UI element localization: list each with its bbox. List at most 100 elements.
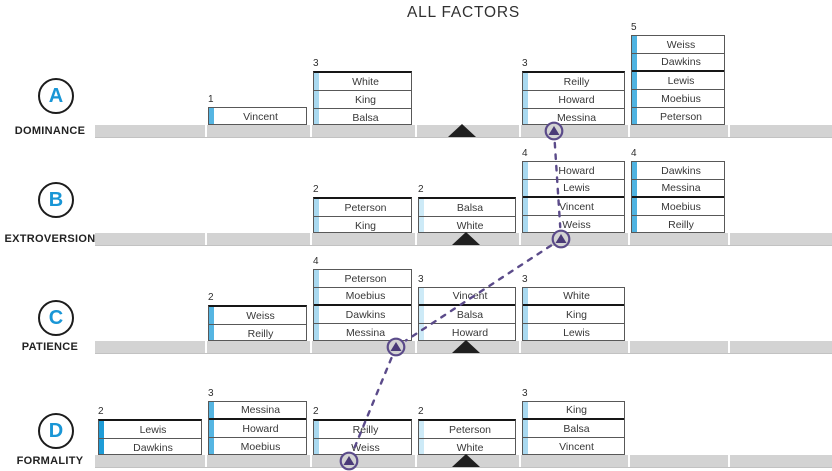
name-box: Reilly: [247, 328, 274, 340]
name-box: Vincent: [419, 288, 515, 306]
name-stack: Vincent: [208, 107, 307, 125]
scale-bar-divider: [415, 455, 417, 467]
intensity-edge: [314, 199, 319, 232]
name-box: King: [523, 402, 624, 420]
name-box: Reilly: [314, 421, 411, 439]
factor-label-patience: PATIENCE: [21, 341, 79, 353]
scale-bar-divider: [628, 125, 630, 137]
stack-count: 4: [631, 148, 637, 159]
scale-bar-divider: [310, 233, 312, 245]
name-box: Weiss: [562, 219, 591, 231]
name-box: Peterson: [314, 199, 411, 217]
scale-bar-divider: [728, 233, 730, 245]
scale-bar-divider: [205, 341, 207, 353]
stack-count: 5: [631, 22, 637, 33]
name-box: Messina: [345, 327, 386, 339]
factor-badge-a: A: [38, 78, 74, 114]
scale-bar-divider: [519, 341, 521, 353]
scale-bar-divider: [728, 341, 730, 353]
name-box: Messina: [632, 180, 724, 198]
name-box: Messina: [556, 112, 597, 124]
intensity-edge: [314, 421, 319, 454]
name-box: Balsa: [419, 306, 515, 324]
stack-count: 3: [313, 58, 319, 69]
scale-bar-divider: [728, 125, 730, 137]
intensity-edge: [209, 307, 214, 340]
name-box: Balsa: [352, 112, 379, 124]
stack-count: 3: [208, 388, 214, 399]
name-box: Moebius: [240, 441, 281, 453]
scale-bar-divider: [519, 233, 521, 245]
factor-letter: C: [48, 306, 64, 329]
scale-bar: [95, 125, 832, 138]
scale-bar-divider: [310, 125, 312, 137]
name-box: Peterson: [419, 421, 515, 439]
name-box: Lewis: [523, 180, 624, 198]
intensity-edge: [523, 402, 528, 454]
scale-bar-divider: [310, 341, 312, 353]
scale-bar-divider: [628, 233, 630, 245]
intensity-edge: [632, 36, 637, 124]
name-box: Howard: [523, 162, 624, 180]
name-box: Dawkins: [632, 162, 724, 180]
name-box: Howard: [209, 420, 306, 438]
scale-bar-divider: [205, 455, 207, 467]
stack-count: 4: [313, 256, 319, 267]
name-box: Balsa: [523, 420, 624, 438]
stack-count: 4: [522, 148, 528, 159]
scale-bar-divider: [628, 341, 630, 353]
name-box: Reilly: [668, 219, 694, 231]
name-box: Moebius: [632, 198, 724, 216]
name-box: Weiss: [351, 442, 380, 454]
intensity-edge: [209, 108, 214, 124]
stack-count: 2: [98, 406, 104, 417]
name-box: White: [456, 220, 484, 232]
name-box: Dawkins: [314, 306, 411, 324]
name-box: Lewis: [632, 72, 724, 90]
intensity-edge: [523, 73, 528, 124]
factor-label-extroversion: EXTROVERSION: [4, 233, 96, 245]
stack-count: 2: [313, 406, 319, 417]
name-box: Weiss: [209, 307, 306, 325]
name-box: Vincent: [559, 441, 594, 453]
scale-bar-divider: [415, 125, 417, 137]
name-box: Messina: [209, 402, 306, 420]
name-box: White: [456, 442, 484, 454]
name-box: King: [523, 306, 624, 324]
name-box: King: [354, 220, 376, 232]
scale-bar-divider: [415, 341, 417, 353]
stack-count: 3: [522, 388, 528, 399]
name-box: Peterson: [659, 111, 703, 123]
stack-count: 2: [208, 292, 214, 303]
intensity-edge: [209, 402, 214, 454]
name-box: Dawkins: [133, 442, 173, 454]
name-box: Moebius: [632, 90, 724, 108]
name-box: King: [314, 91, 411, 109]
factor-badge-d: D: [38, 413, 74, 449]
intensity-edge: [314, 73, 319, 124]
name-box: Reilly: [523, 73, 624, 91]
name-box: Lewis: [99, 421, 201, 439]
name-box: Balsa: [419, 199, 515, 217]
scale-bar-divider: [205, 233, 207, 245]
scale-bar: [95, 341, 832, 354]
name-box: Vincent: [523, 198, 624, 216]
chart-title: ALL FACTORS: [406, 4, 521, 21]
factor-label-formality: FORMALITY: [16, 455, 84, 467]
